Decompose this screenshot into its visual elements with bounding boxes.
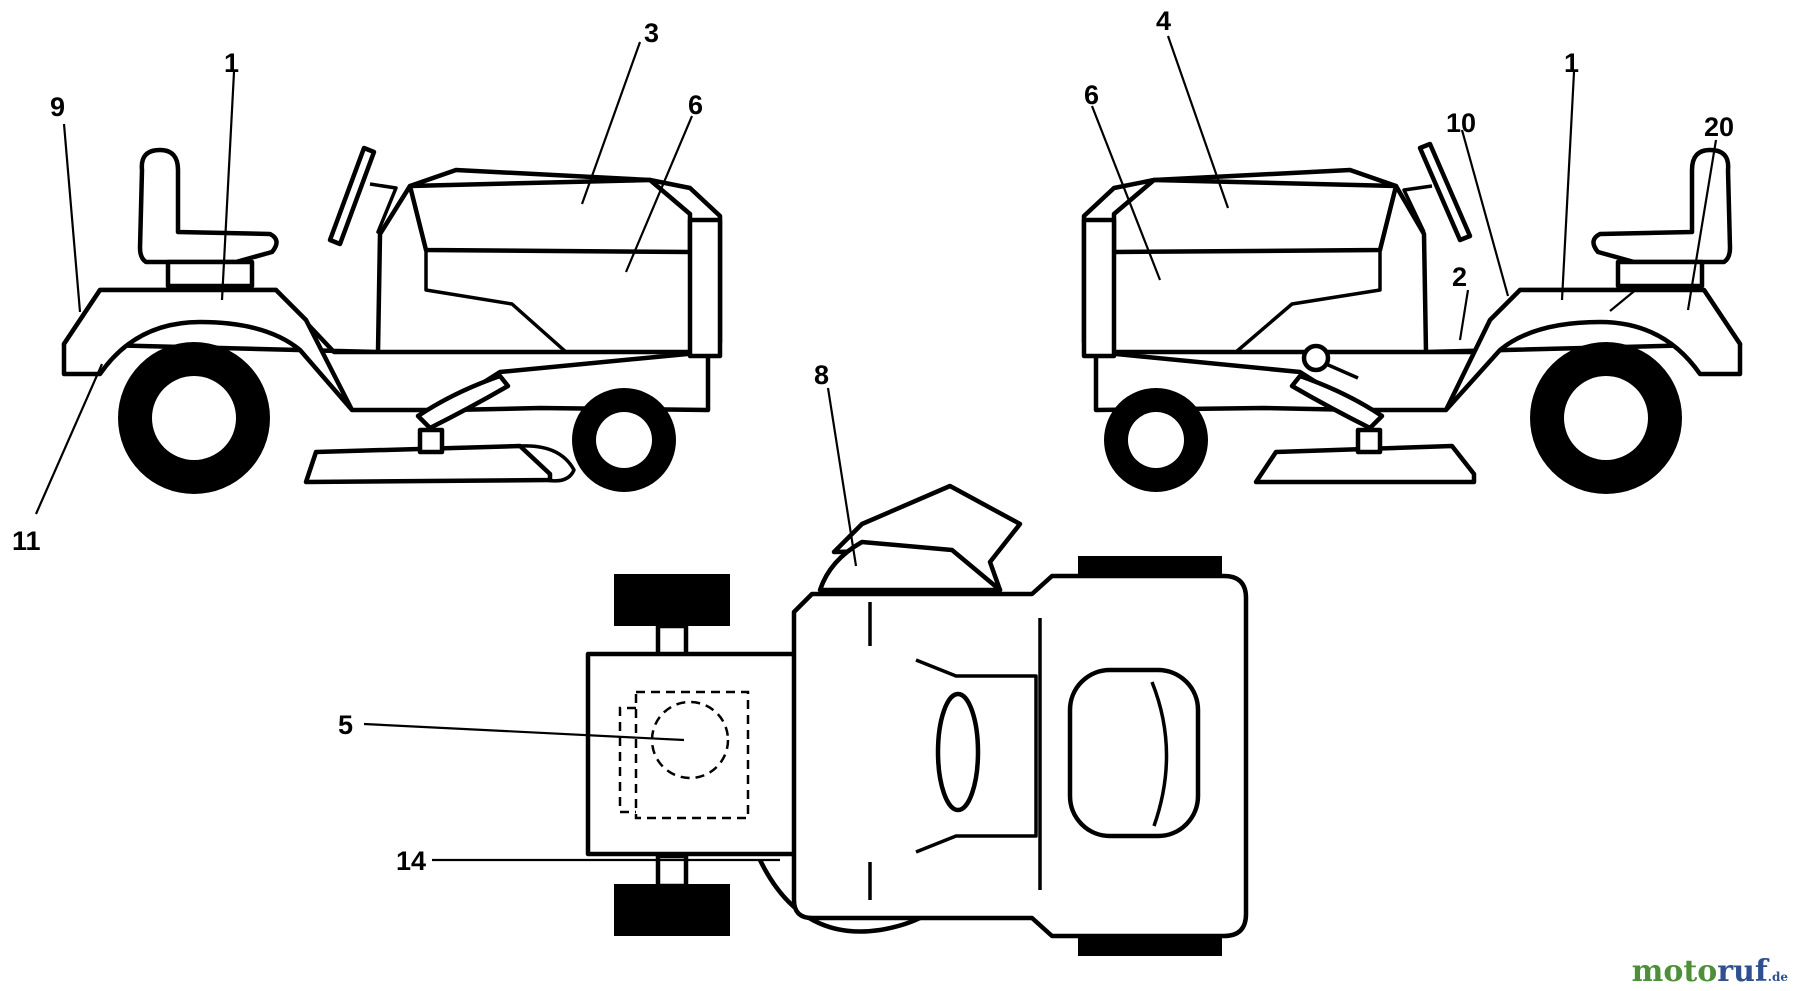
leader-lines — [34, 35, 1718, 862]
callout-6-right: 6 — [1084, 80, 1099, 110]
callout-20-right: 20 — [1704, 112, 1734, 142]
callout-9-left: 9 — [50, 92, 65, 122]
callout-6-left: 6 — [688, 90, 703, 120]
callout-14-top: 14 — [396, 846, 426, 876]
callout-3-left: 3 — [644, 18, 659, 48]
right-side-view — [1081, 141, 1743, 494]
callout-1-left: 1 — [224, 48, 239, 78]
top-view — [585, 483, 1249, 956]
callout-1-right: 1 — [1564, 48, 1579, 78]
watermark-logo: motoruf.de — [1631, 954, 1788, 989]
callout-2-right: 2 — [1452, 262, 1467, 292]
callout-11-left: 11 — [12, 526, 41, 556]
left-side-view — [61, 145, 723, 494]
callout-5-top: 5 — [338, 710, 353, 740]
callout-labels: 1 3 6 9 11 4 6 10 1 20 2 8 5 14 — [12, 6, 1734, 876]
callout-10-right: 10 — [1446, 108, 1476, 138]
callout-8-top: 8 — [814, 360, 829, 390]
callout-4-right: 4 — [1156, 6, 1171, 36]
